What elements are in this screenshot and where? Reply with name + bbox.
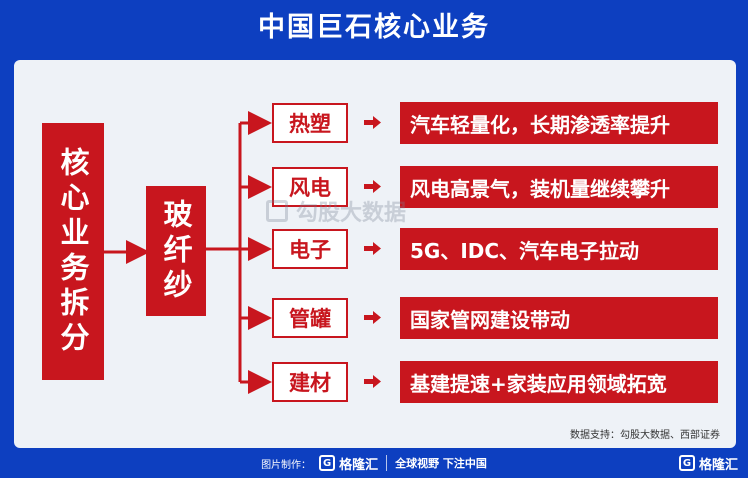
category-tag-1: 热塑 [272,103,348,143]
footer-brand: G 格隆汇 [319,454,378,473]
category-tag-2: 风电 [272,167,348,207]
root-node: 核心业务拆分 [42,123,104,380]
gelonghui-logo-icon [266,200,288,222]
category-desc-3: 5G、IDC、汽车电子拉动 [400,228,718,270]
root-node-label: 核心业务拆分 [56,146,90,357]
category-tag-5: 建材 [272,362,348,402]
category-desc-label: 5G、IDC、汽车电子拉动 [410,238,640,263]
footer-made-by: 图片制作： [261,459,312,471]
gelonghui-logo-icon: G [678,455,695,471]
category-desc-label: 汽车轻量化，长期渗透率提升 [410,112,670,137]
footer-brand-label: 格隆汇 [339,457,379,473]
watermark: 勾股大数据 [266,195,406,227]
mid-node: 玻纤纱 [146,186,206,316]
mid-node-label: 玻纤纱 [159,198,193,304]
footer-slogan: 全球视野 下注中国 [395,457,487,470]
category-desc-label: 国家管网建设带动 [410,307,570,332]
category-tag-label: 建材 [289,371,331,395]
category-desc-2: 风电高景气，装机量继续攀升 [400,166,718,208]
category-desc-label: 基建提速+家装应用领域拓宽 [410,371,667,396]
category-desc-1: 汽车轻量化，长期渗透率提升 [400,102,718,144]
watermark-text: 勾股大数据 [296,201,407,226]
footer: 图片制作： G 格隆汇 全球视野 下注中国 [0,452,748,474]
category-tag-label: 热塑 [289,112,331,136]
category-tag-label: 管罐 [289,307,331,331]
category-tag-label: 电子 [289,238,331,262]
gelonghui-logo-icon: G [319,455,336,471]
corner-brand: G 格隆汇 [678,452,738,474]
corner-brand-label: 格隆汇 [698,457,738,473]
footer-divider [386,455,388,471]
page-title: 中国巨石核心业务 [258,12,490,43]
category-desc-5: 基建提速+家装应用领域拓宽 [400,361,718,403]
category-desc-4: 国家管网建设带动 [400,297,718,339]
category-tag-3: 电子 [272,229,348,269]
category-tag-label: 风电 [289,176,331,200]
data-source-note: 数据支持：勾股大数据、西部证券 [570,430,720,441]
category-desc-label: 风电高景气，装机量继续攀升 [410,176,670,201]
category-tag-4: 管罐 [272,298,348,338]
